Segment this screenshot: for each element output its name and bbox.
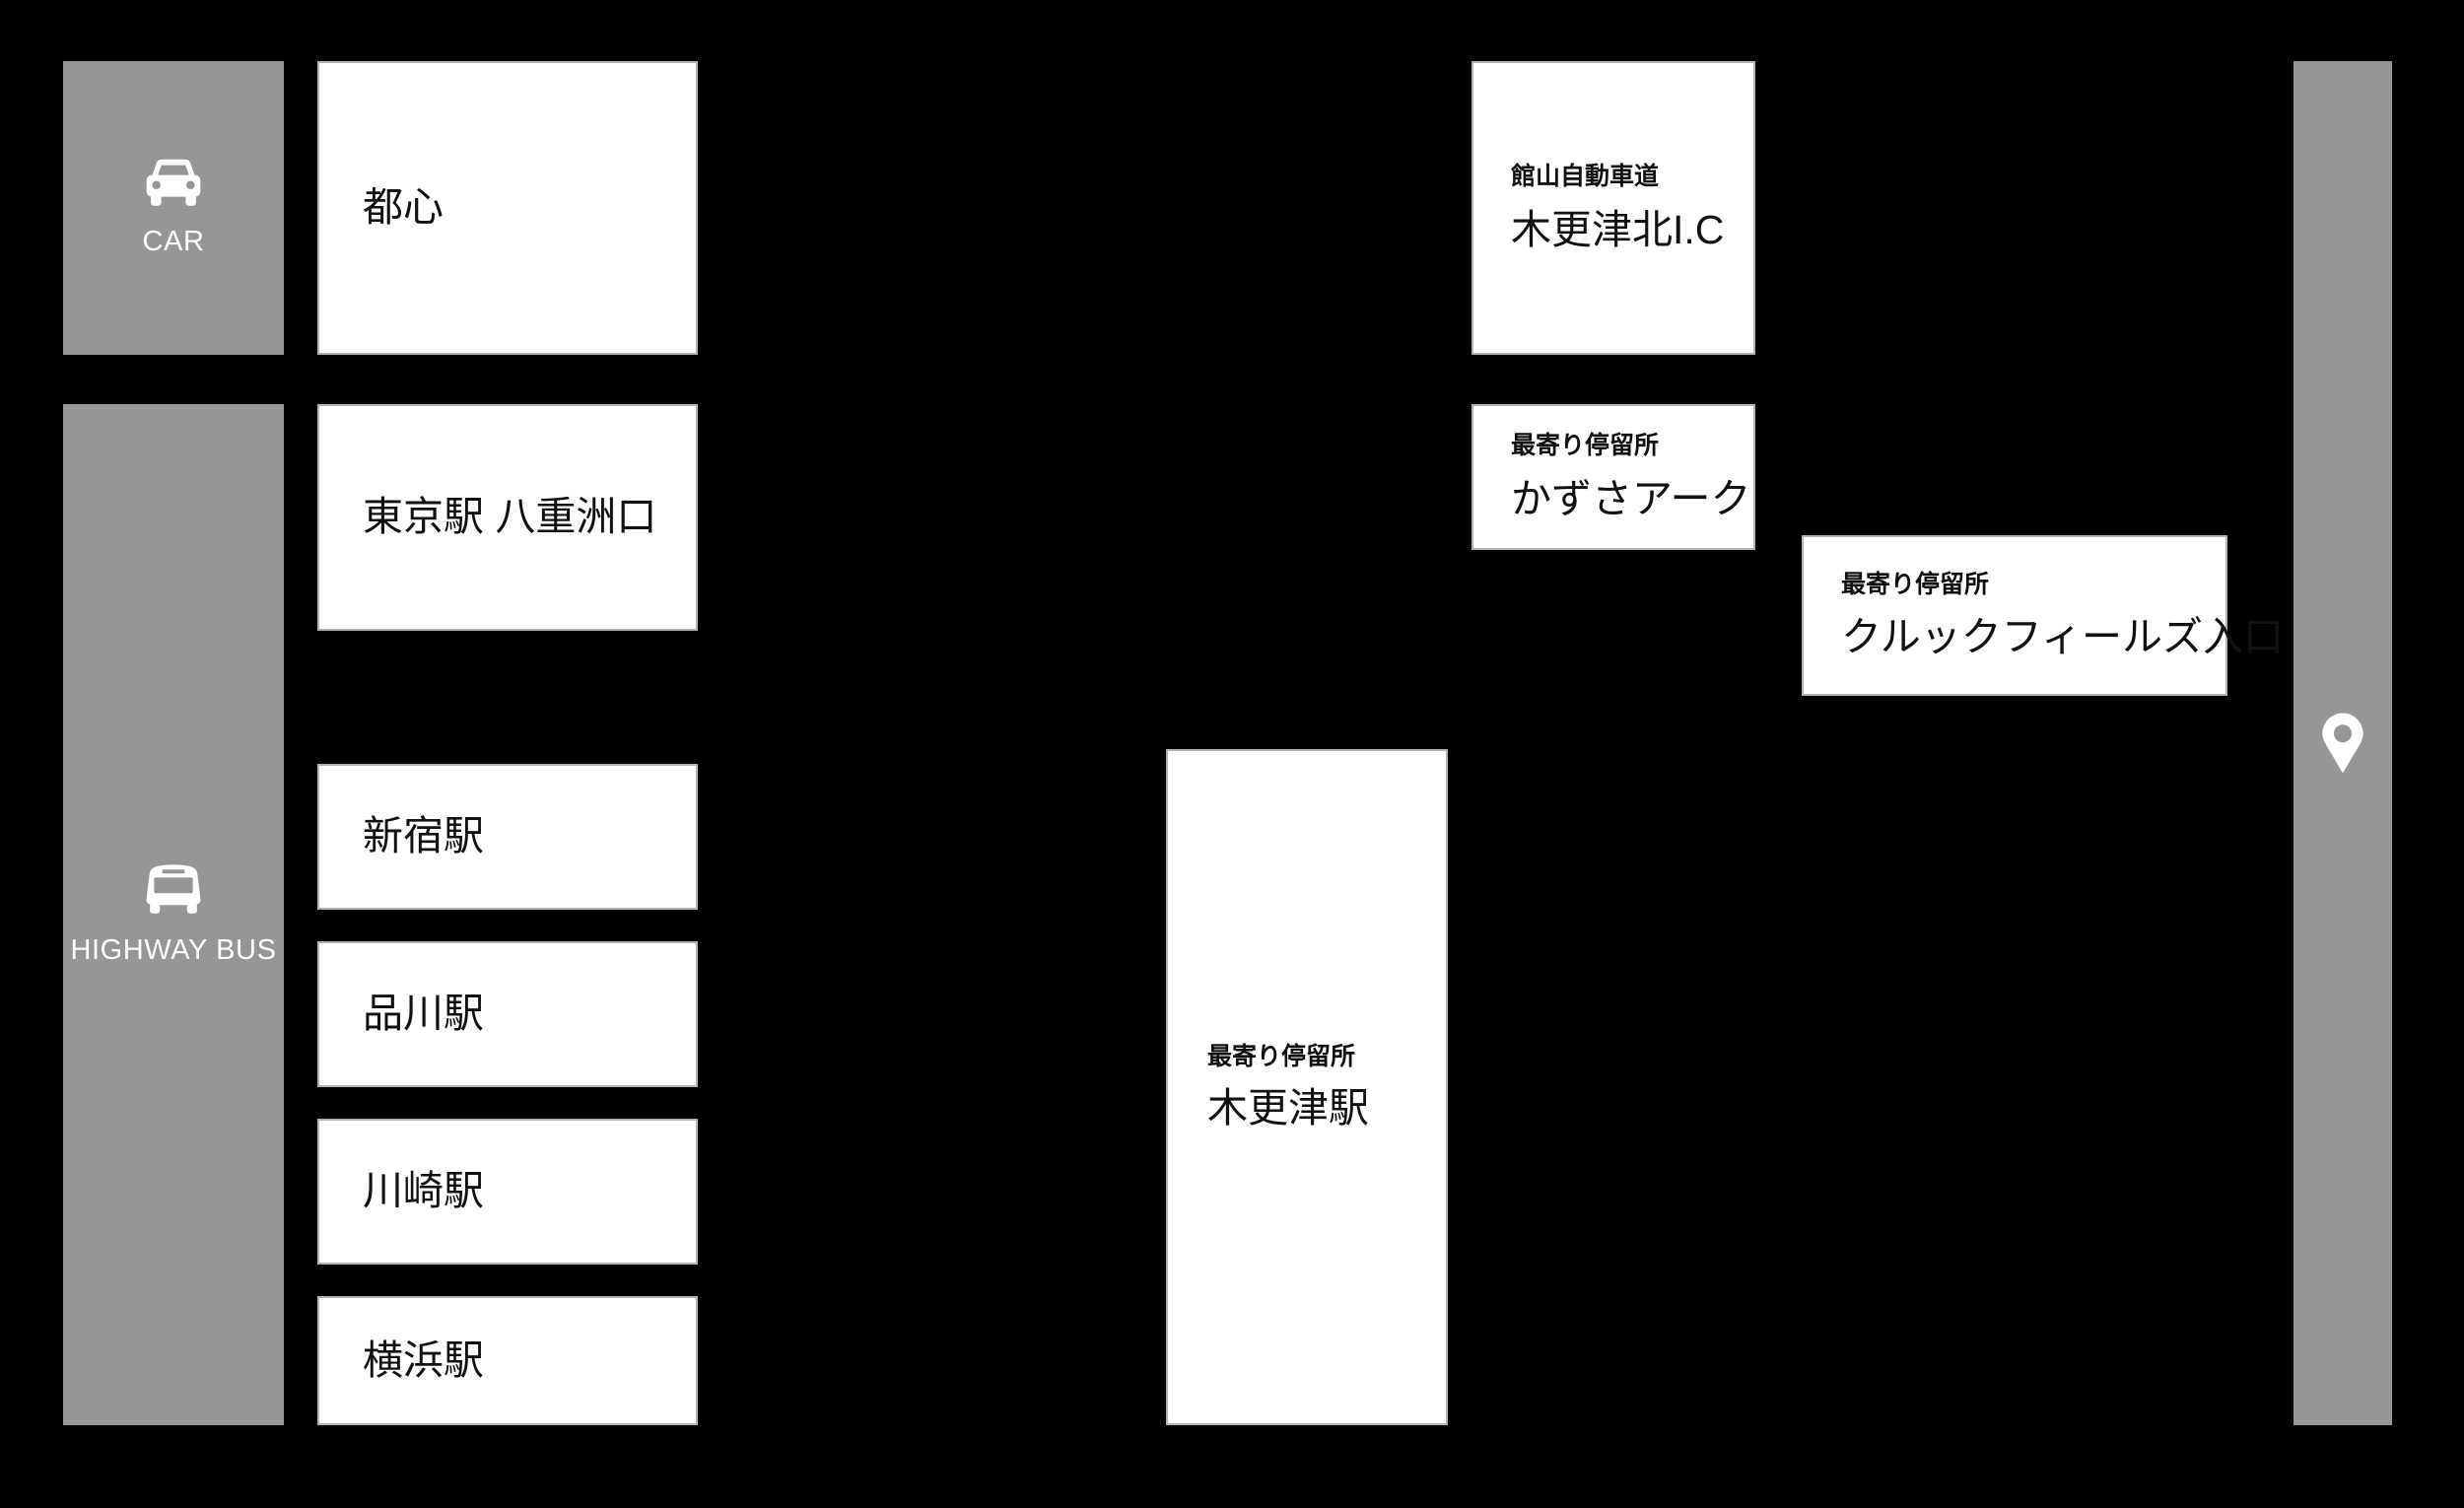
mode-label-highway-bus: HIGHWAY BUS	[70, 933, 277, 966]
node-card-kisarazu-station[interactable]: 最寄り停留所 木更津駅	[1166, 749, 1448, 1425]
node-title: かずさアーク	[1511, 475, 1751, 521]
mode-rail-highway-bus[interactable]: HIGHWAY BUS	[63, 404, 284, 1425]
mode-rail-car[interactable]: CAR	[63, 61, 284, 355]
node-title: 木更津駅	[1207, 1085, 1369, 1131]
node-title: 東京駅 八重洲口	[363, 494, 657, 540]
node-card-kurkku-fields-entrance[interactable]: 最寄り停留所 クルックフィールズ入口	[1802, 535, 2284, 696]
node-card-shinjuku[interactable]: 新宿駅	[317, 764, 698, 910]
mode-rail-destination[interactable]	[2293, 61, 2392, 1425]
node-title: クルックフィールズ入口	[1841, 614, 2284, 660]
node-card-yokohama[interactable]: 横浜駅	[317, 1296, 698, 1425]
node-card-shinagawa[interactable]: 品川駅	[317, 941, 698, 1087]
node-card-kawasaki[interactable]: 川崎駅	[317, 1119, 698, 1265]
node-title: 横浜駅	[363, 1337, 484, 1383]
node-eyebrow: 最寄り停留所	[1511, 432, 1660, 460]
node-title: 川崎駅	[363, 1168, 484, 1214]
node-card-kazusa-ark[interactable]: 最寄り停留所 かずさアーク	[1472, 404, 1755, 550]
node-title: 品川駅	[363, 991, 484, 1037]
node-card-toshin[interactable]: 都心	[317, 61, 698, 355]
node-eyebrow: 最寄り停留所	[1207, 1042, 1356, 1070]
node-title: 都心	[363, 184, 444, 231]
node-eyebrow: 館山自動車道	[1511, 163, 1660, 191]
map-pin-icon	[2319, 712, 2366, 775]
car-icon	[142, 159, 205, 212]
node-title: 木更津北I.C	[1511, 206, 1725, 252]
node-title: 新宿駅	[363, 813, 484, 859]
node-eyebrow: 最寄り停留所	[1841, 570, 1990, 598]
node-card-kisarazu-kita-ic[interactable]: 館山自動車道 木更津北I.C	[1472, 61, 1755, 355]
mode-label-car: CAR	[142, 225, 205, 257]
node-card-tokyo-yaesu[interactable]: 東京駅 八重洲口	[317, 404, 698, 631]
bus-icon	[144, 863, 203, 921]
